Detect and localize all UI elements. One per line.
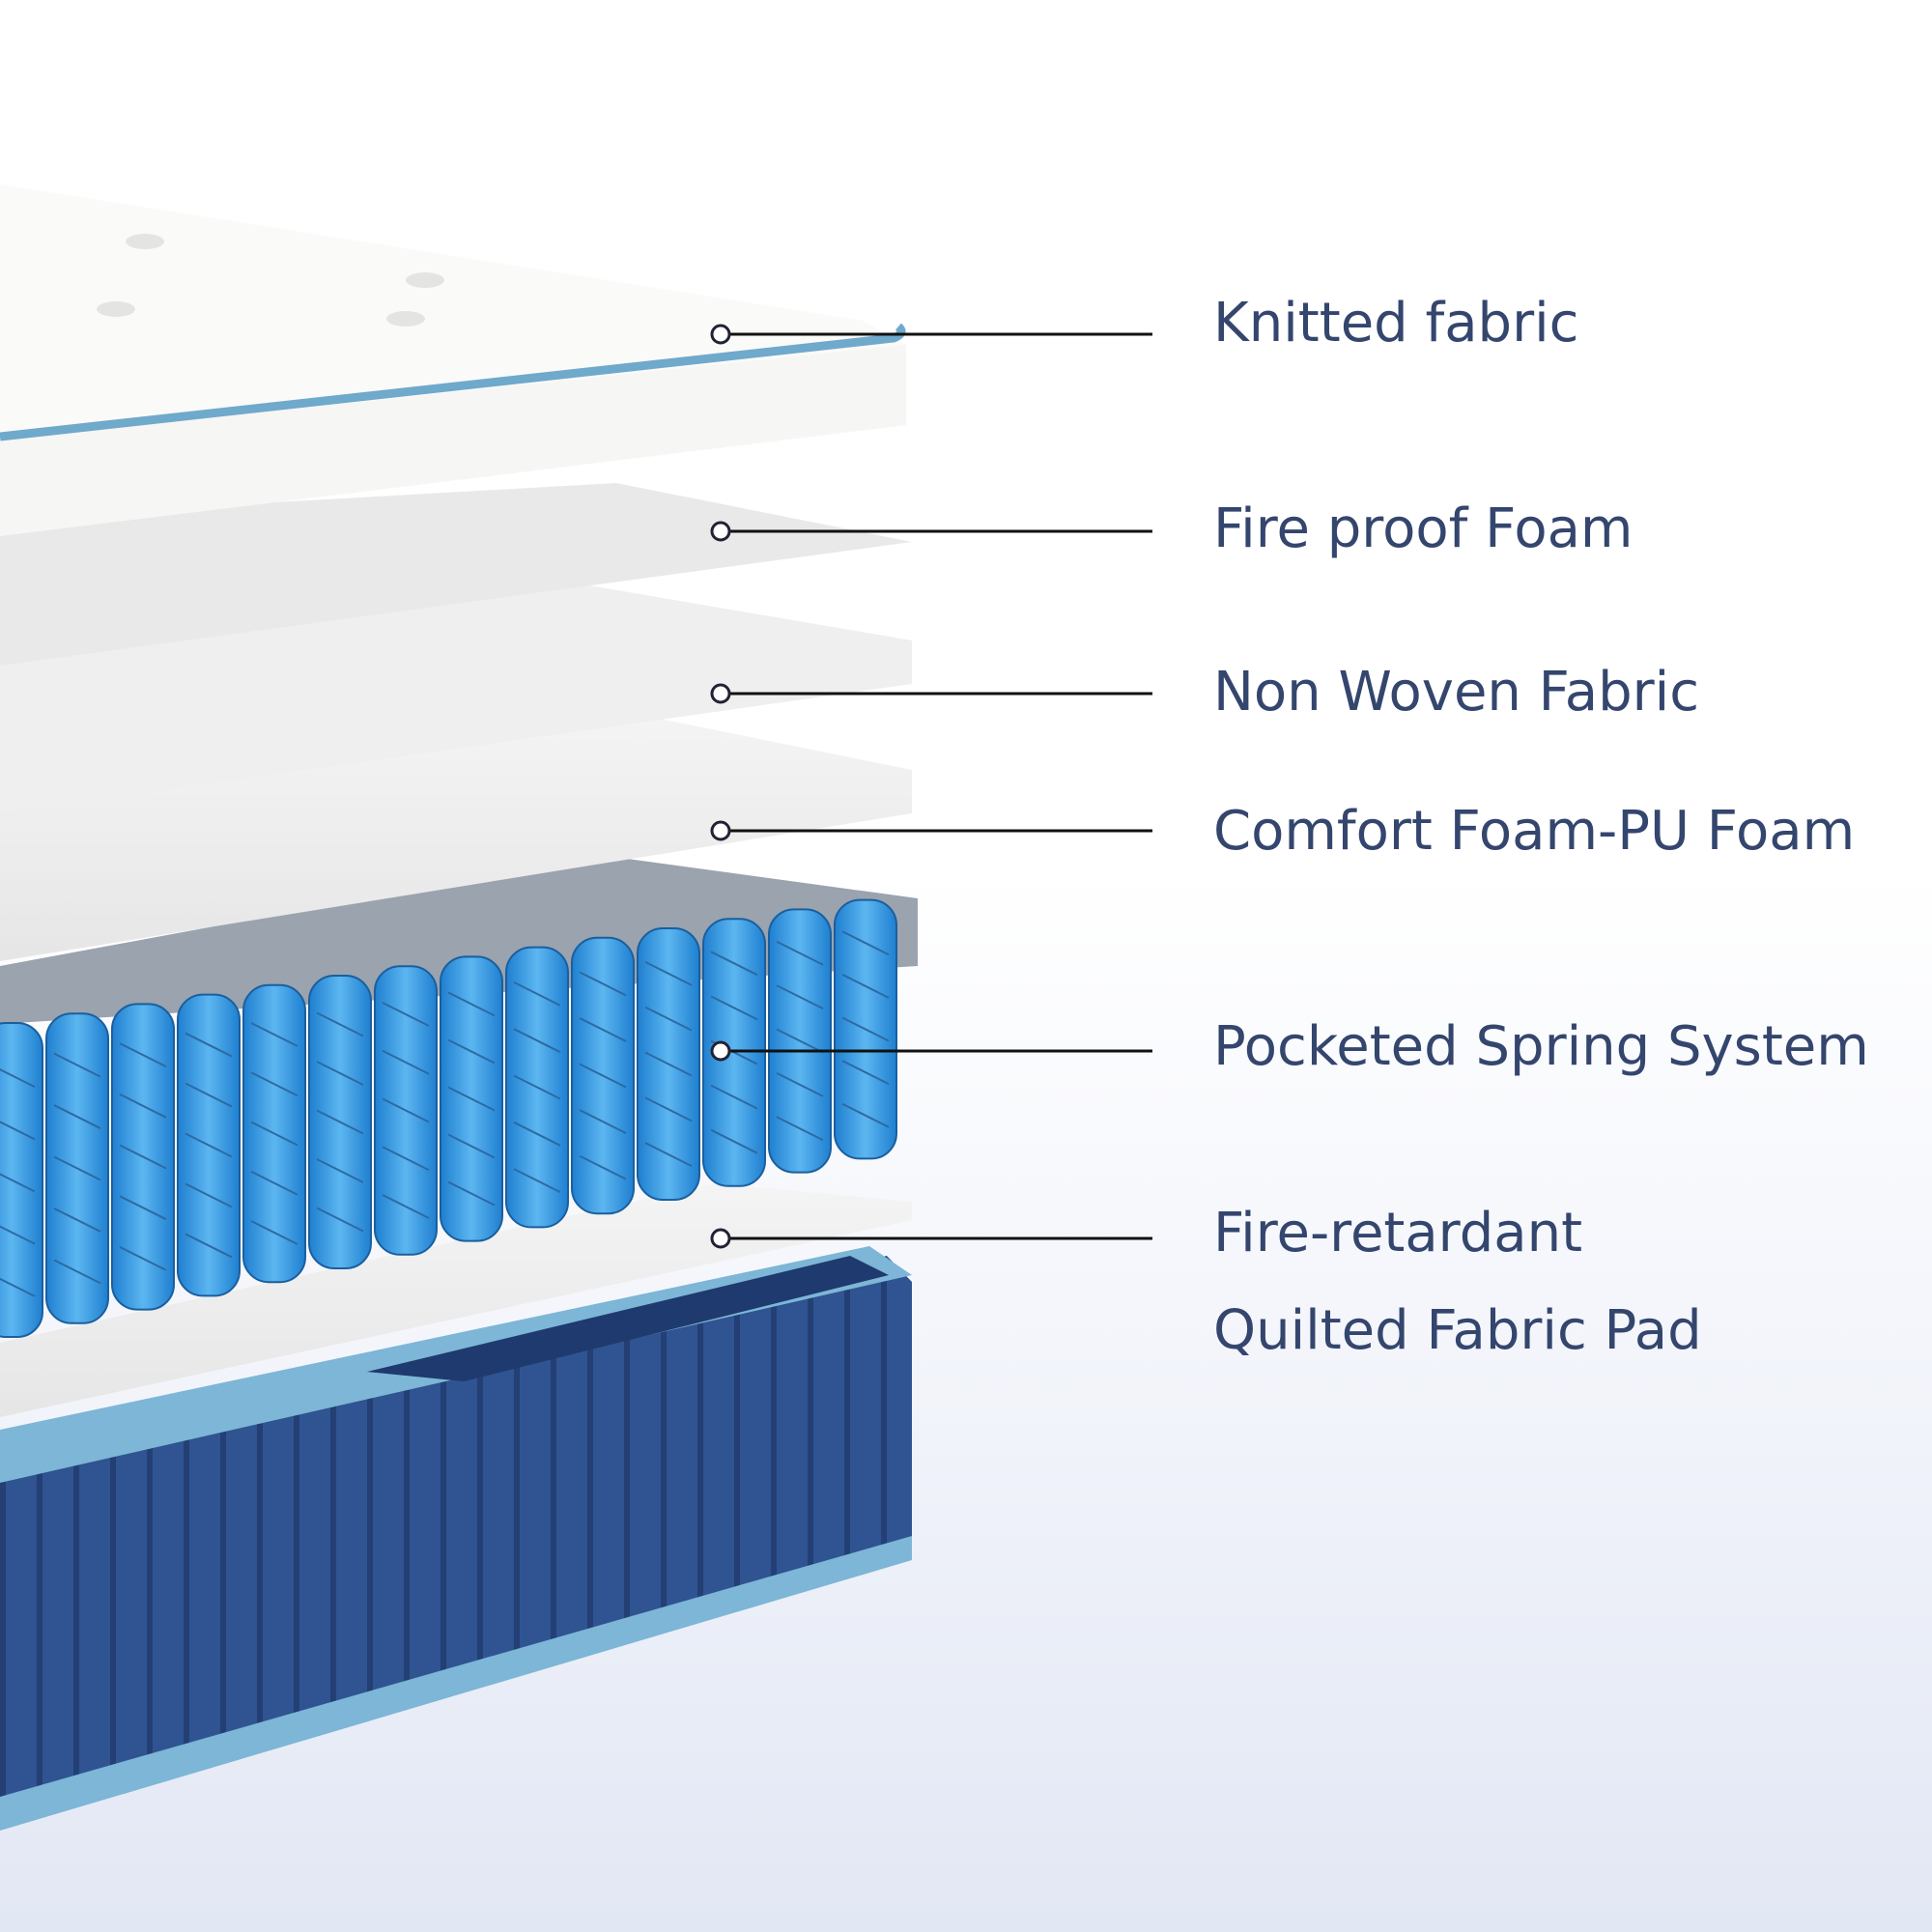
spring-wire: [644, 1096, 693, 1122]
spring-wire: [185, 1082, 233, 1108]
spring-wire: [0, 1121, 36, 1141]
spring-wire: [447, 1086, 496, 1112]
spring-wire: [841, 1102, 890, 1128]
spring-wire: [710, 1128, 758, 1154]
spring-wire: [710, 951, 758, 977]
callout-label-quilted-fabric-pad: Quilted Fabric Pad: [1213, 1299, 1702, 1362]
spring-wire: [644, 1051, 693, 1077]
callout-label-pocketed-spring: Pocketed Spring System: [1213, 1015, 1869, 1078]
spring-wire: [382, 1097, 430, 1123]
spring-wire: [0, 1068, 36, 1089]
spring-wire: [579, 1017, 627, 1042]
spring-wire: [644, 1142, 693, 1168]
spring-wire: [0, 1173, 36, 1193]
spring-wire: [382, 1049, 430, 1075]
callout-dot: [710, 820, 731, 841]
spring-wire: [382, 1002, 430, 1027]
spring-wire: [250, 1220, 298, 1245]
spring-wire: [185, 1233, 233, 1259]
spring-wire: [841, 1060, 890, 1086]
spring-wire: [841, 930, 890, 956]
spring-wire: [53, 1155, 101, 1181]
spring-wire: [776, 940, 824, 966]
pocketed-springs: [0, 855, 918, 1338]
knitted-fabric-layer: [0, 185, 906, 536]
spring-wire: [447, 991, 496, 1017]
spring-wire: [776, 984, 824, 1010]
callout-lines: [710, 324, 1152, 1249]
spring-wire: [579, 1154, 627, 1180]
spring-wire: [53, 1259, 101, 1285]
callout-label-fire-retardant: Fire-retardant: [1213, 1202, 1583, 1264]
spring-wire: [119, 1195, 167, 1221]
spring-wire: [53, 1104, 101, 1129]
spring-wire: [0, 1277, 36, 1297]
spring-wire: [513, 1121, 561, 1147]
quilted-pad-layer: [0, 1183, 912, 1417]
spring-wire: [579, 1063, 627, 1089]
spring-wire: [579, 971, 627, 997]
callout-dot: [710, 1228, 731, 1249]
spring-wire: [513, 981, 561, 1007]
callout-label-non-woven-fabric: Non Woven Fabric: [1213, 661, 1699, 724]
spring-wire: [710, 995, 758, 1021]
spring-wire: [119, 1042, 167, 1067]
spring-wire: [250, 1170, 298, 1196]
spring-wire: [382, 1194, 430, 1219]
callout-dot: [710, 683, 731, 704]
spring-wire: [316, 1207, 364, 1233]
spring-wire: [644, 960, 693, 986]
mattress-base: [0, 1246, 912, 1831]
spring-wire: [316, 1158, 364, 1183]
spring-wire: [119, 1246, 167, 1271]
spring-wire: [447, 1038, 496, 1065]
spring-wire: [316, 1011, 364, 1037]
spring-wire: [316, 1061, 364, 1086]
spring-wire: [185, 1132, 233, 1158]
non-woven-layer: [0, 580, 912, 813]
spring-wire: [316, 1109, 364, 1135]
spring-wire: [776, 1028, 824, 1054]
spring-wire: [382, 1146, 430, 1172]
spring-wire: [841, 1016, 890, 1042]
spring-wire: [579, 1109, 627, 1134]
spring-wire: [53, 1208, 101, 1233]
callout-dot: [710, 1040, 731, 1062]
spring-wire: [513, 1074, 561, 1100]
spring-wire: [776, 1071, 824, 1097]
spring-wire: [710, 1084, 758, 1110]
spring-wire: [644, 1006, 693, 1032]
fire-proof-foam-layer: [0, 483, 912, 666]
spring-wire: [250, 1121, 298, 1147]
callout-label-comfort-foam: Comfort Foam-PU Foam: [1213, 800, 1856, 863]
spring-coil: [0, 1022, 43, 1338]
spring-wire: [185, 1182, 233, 1208]
spring-wire: [0, 1225, 36, 1245]
callout-dot: [710, 521, 731, 542]
spring-wire: [513, 1028, 561, 1054]
callout-label-knitted-fabric: Knitted fabric: [1213, 292, 1579, 355]
spring-wire: [513, 1168, 561, 1193]
spring-wire: [119, 1144, 167, 1170]
spring-wire: [250, 1022, 298, 1047]
spring-wire: [447, 1180, 496, 1207]
spring-wire: [250, 1071, 298, 1097]
spring-wire: [185, 1032, 233, 1058]
spring-wire: [841, 973, 890, 999]
callout-label-fire-proof-foam: Fire proof Foam: [1213, 497, 1634, 560]
spring-wire: [776, 1116, 824, 1142]
spring-wire: [53, 1052, 101, 1078]
spring-wire: [119, 1093, 167, 1119]
callout-dot: [710, 324, 731, 345]
spring-wire: [447, 1133, 496, 1159]
